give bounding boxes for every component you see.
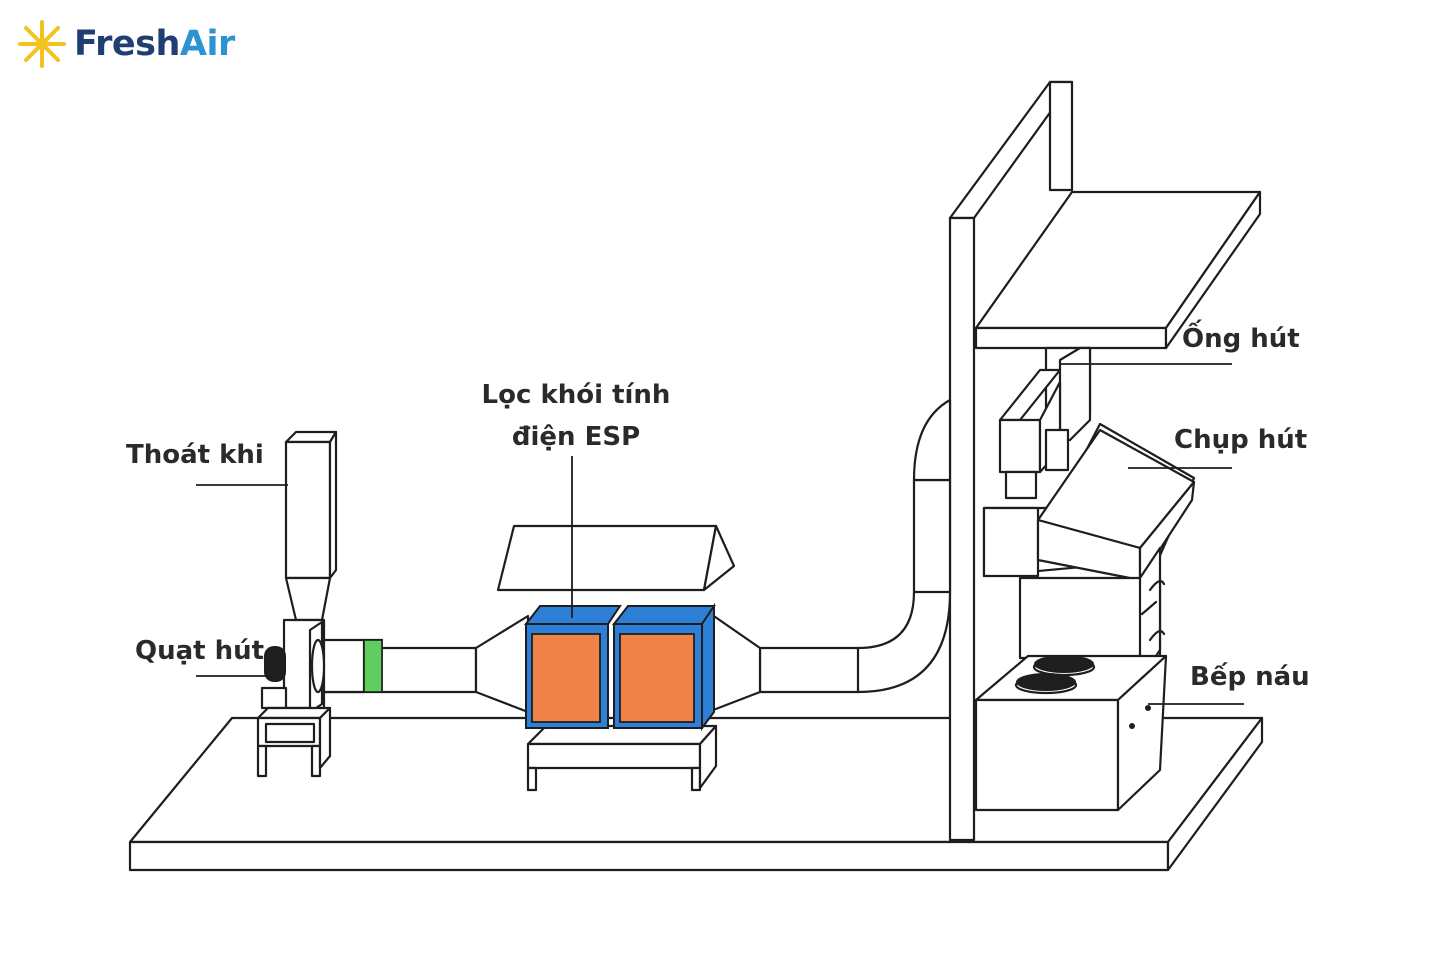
- esp-canopy: [496, 524, 736, 592]
- yellow-star-flower-logo-icon: [18, 20, 66, 68]
- label-esp-line2: điện ESP: [511, 422, 641, 452]
- label-fan: Quạt hút: [135, 636, 265, 666]
- esp-unit-1: [523, 605, 622, 729]
- ceiling-shelf: [974, 190, 1262, 350]
- esp-unit-2: [611, 602, 716, 731]
- brand-name-air: Air: [179, 24, 235, 64]
- burner-back: [1034, 655, 1094, 673]
- esp-panel-1: [531, 633, 601, 723]
- duct-elbow: [758, 398, 952, 694]
- exhaust-stack: [284, 430, 338, 622]
- brand-name: FreshAir: [74, 24, 235, 64]
- leader-lines: [196, 363, 1244, 705]
- suction-duct: [998, 346, 1092, 500]
- esp-panel-2: [619, 633, 695, 723]
- inlet-duct: [320, 614, 530, 714]
- label-hood: Chụp hút: [1174, 425, 1308, 455]
- label-esp: Lọc khói tính điện ESP: [470, 374, 682, 458]
- label-esp-line1: Lọc khói tính: [481, 380, 671, 410]
- label-stove: Bếp náu: [1190, 662, 1310, 692]
- exhaust-fan: [260, 618, 326, 714]
- stove: [974, 654, 1168, 812]
- label-exhaust: Thoát khi: [126, 440, 264, 470]
- brand-name-fresh: Fresh: [74, 24, 180, 64]
- label-duct: Ống hút: [1182, 324, 1300, 354]
- fan-stand: [256, 706, 332, 778]
- wall: [948, 80, 1074, 842]
- utensil-rack: [1018, 546, 1166, 682]
- fan-motor: [264, 646, 286, 682]
- esp-stand: [526, 724, 718, 792]
- exhaust-hood: [982, 422, 1196, 582]
- brand-logo: FreshAir: [16, 14, 235, 74]
- outlet-transition: [706, 610, 762, 714]
